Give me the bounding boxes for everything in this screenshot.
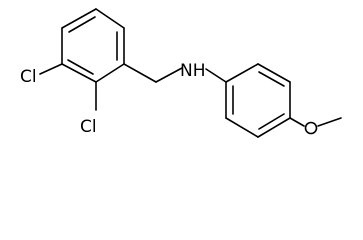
- methoxyphenyl-ring: [225, 63, 291, 138]
- ring-bond: [61, 63, 97, 83]
- ring-bond: [95, 63, 125, 83]
- ring-bond: [257, 117, 291, 138]
- ch2-n-bond: [155, 67, 183, 83]
- c-o-bond: [289, 117, 305, 127]
- ring-bond: [95, 8, 125, 29]
- n-aryl-bond: [205, 68, 227, 83]
- ring-bond: [225, 117, 259, 138]
- dichlorophenyl-ring: [61, 8, 125, 83]
- structure-canvas: Cl Cl NH: [20, 8, 342, 138]
- ring-double-bond: [258, 71, 285, 87]
- ring-bond: [61, 8, 97, 29]
- ring-double-bond: [258, 113, 285, 130]
- c-cl-bond-top: [39, 63, 63, 75]
- ring-double-bond: [67, 59, 94, 75]
- o-ch3-bond: [317, 117, 342, 127]
- oxygen-atom: [304, 121, 318, 135]
- amine-label: NH: [180, 61, 206, 81]
- chlorine-label-bottom: Cl: [80, 117, 97, 137]
- ring-double-bond: [68, 16, 96, 33]
- ring-bond: [257, 63, 291, 83]
- ring-bond: [225, 63, 259, 83]
- chlorine-label-top: Cl: [20, 67, 37, 87]
- chemical-structure-diagram: Cl Cl NH: [20, 8, 342, 138]
- benzyl-ch2-bond: [123, 63, 157, 83]
